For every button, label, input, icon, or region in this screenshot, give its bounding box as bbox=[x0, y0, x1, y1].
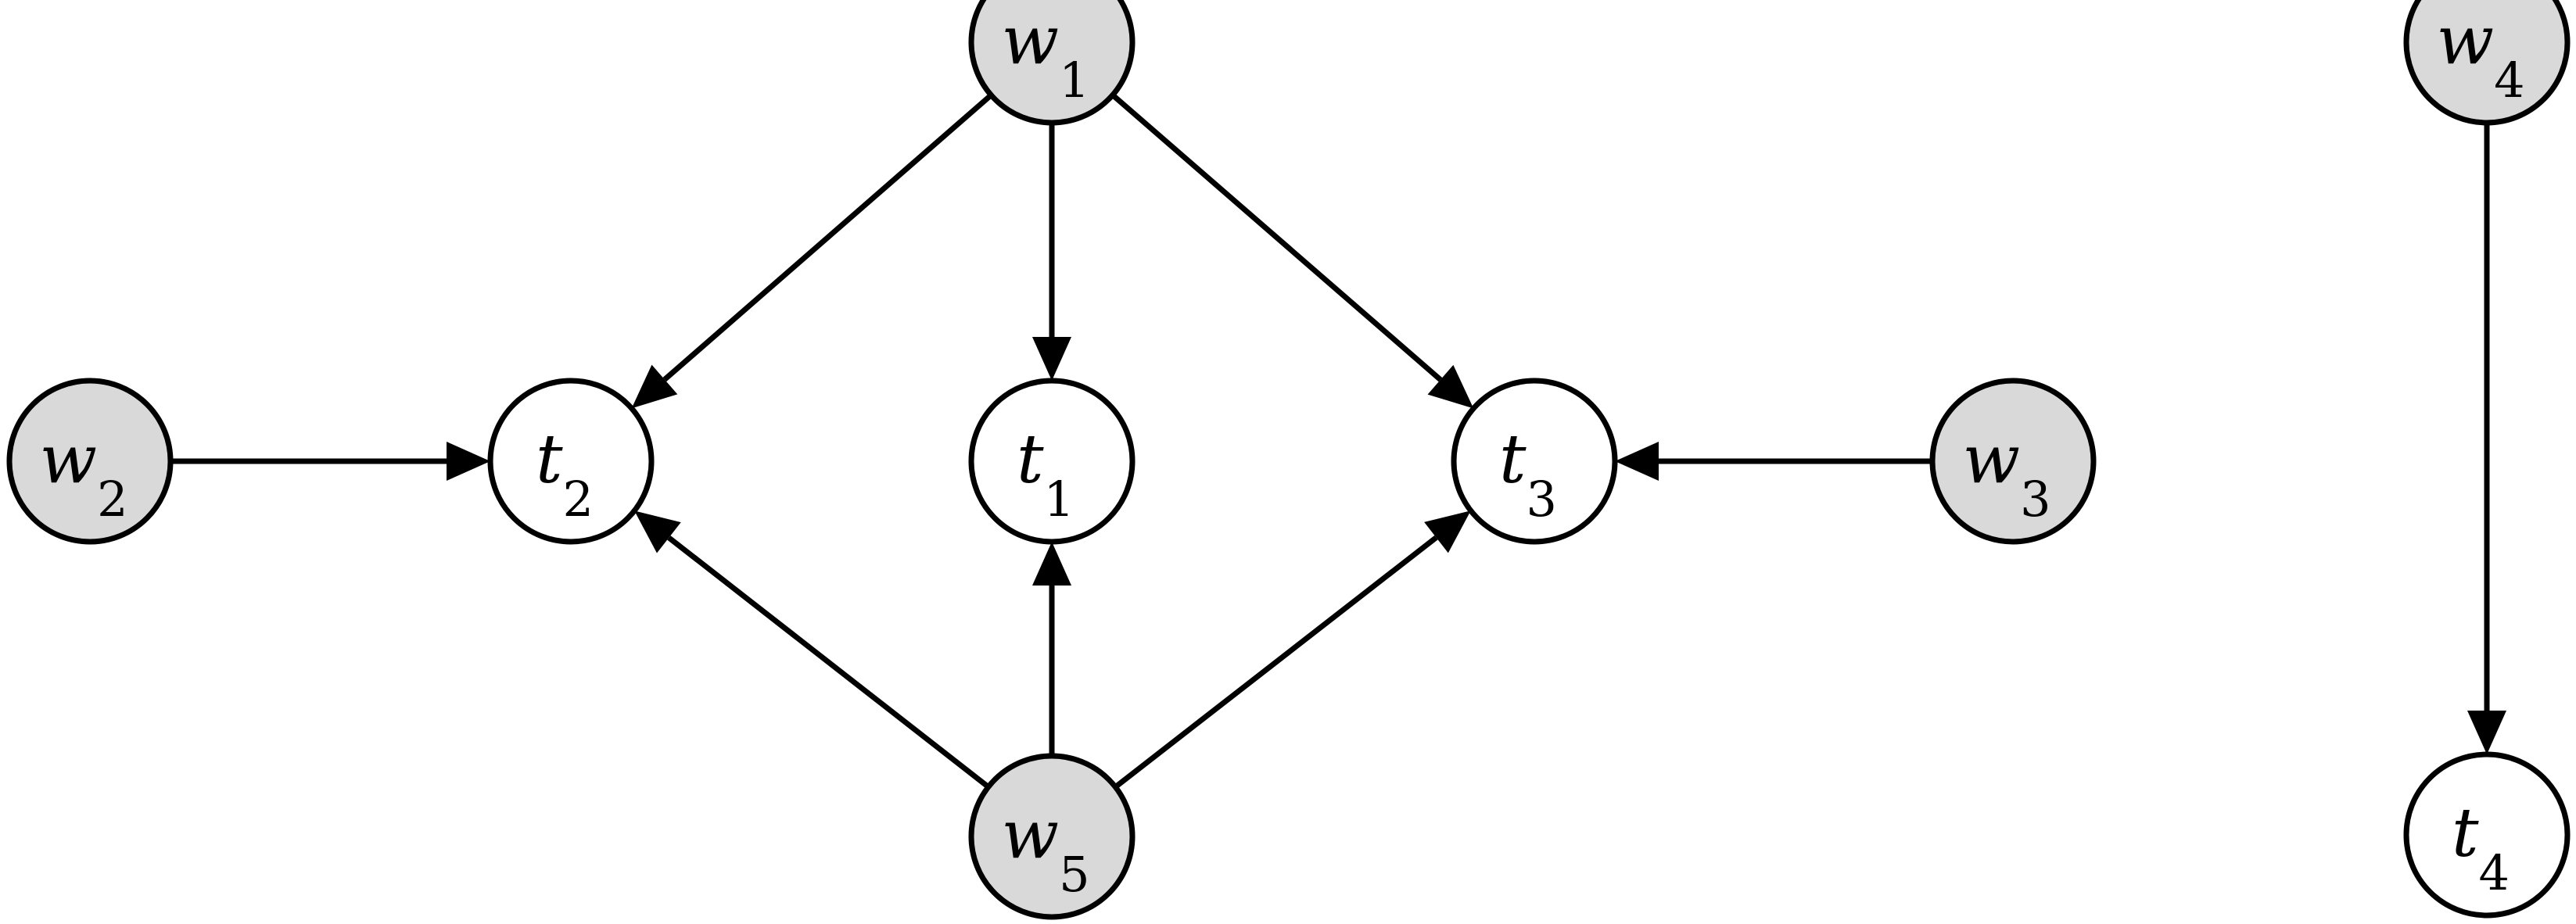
node-label: w4 bbox=[2436, 2, 2524, 109]
node-circle[interactable] bbox=[968, 753, 1136, 920]
graph-edge bbox=[631, 93, 993, 409]
graph-node-t2[interactable]: t2 bbox=[487, 378, 655, 545]
arrow-head-icon bbox=[1032, 542, 1071, 586]
graph-edge bbox=[2467, 123, 2506, 754]
node-label: w5 bbox=[1001, 796, 1089, 904]
node-circle[interactable] bbox=[1451, 378, 1618, 545]
node-label: t4 bbox=[2452, 794, 2510, 902]
arrow-head-icon bbox=[1615, 442, 1659, 481]
node-label: t2 bbox=[536, 421, 594, 528]
node-circle[interactable] bbox=[2403, 0, 2571, 126]
edge-line bbox=[667, 535, 990, 790]
edge-line bbox=[1114, 535, 1438, 790]
graph-node-t4[interactable]: t4 bbox=[2403, 751, 2571, 919]
node-label: t3 bbox=[1499, 421, 1557, 528]
edge-line bbox=[662, 93, 993, 382]
graph-node-w4[interactable]: w4 bbox=[2403, 0, 2571, 126]
arrow-head-icon bbox=[1032, 337, 1071, 381]
node-label: w3 bbox=[1962, 421, 2050, 528]
graph-edge bbox=[634, 510, 990, 790]
node-circle[interactable] bbox=[487, 378, 655, 545]
node-circle[interactable] bbox=[2403, 751, 2571, 919]
node-circle[interactable] bbox=[6, 378, 174, 545]
node-circle[interactable] bbox=[968, 378, 1136, 545]
graph-edge bbox=[1110, 92, 1474, 409]
node-circle[interactable] bbox=[1929, 378, 2097, 545]
node-label: w1 bbox=[1001, 2, 1089, 109]
arrow-head-icon bbox=[1427, 364, 1474, 409]
nodes-layer: w1 w2 w3 w4 w5 t1 t2 t3 t4 bbox=[6, 0, 2571, 920]
graph-edge bbox=[1032, 123, 1071, 381]
arrow-head-icon bbox=[2467, 711, 2506, 754]
node-label: w2 bbox=[39, 421, 127, 528]
graph-edge bbox=[1032, 542, 1071, 756]
graph-node-w5[interactable]: w5 bbox=[968, 753, 1136, 920]
node-label: t1 bbox=[1017, 421, 1075, 528]
edges-layer bbox=[170, 92, 2506, 790]
graph-node-t1[interactable]: t1 bbox=[968, 378, 1136, 545]
graph-node-w2[interactable]: w2 bbox=[6, 378, 174, 545]
graph-node-w1[interactable]: w1 bbox=[968, 0, 1136, 126]
graph-edge bbox=[170, 442, 490, 481]
graph-node-w3[interactable]: w3 bbox=[1929, 378, 2097, 545]
graph-node-t3[interactable]: t3 bbox=[1451, 378, 1618, 545]
arrow-head-icon bbox=[634, 510, 681, 553]
arrow-head-icon bbox=[1424, 510, 1471, 553]
arrow-head-icon bbox=[631, 364, 678, 409]
graph-edge bbox=[1114, 510, 1471, 790]
arrow-head-icon bbox=[447, 442, 490, 481]
node-circle[interactable] bbox=[968, 0, 1136, 126]
graph-edge bbox=[1615, 442, 1932, 481]
edge-line bbox=[1110, 92, 1443, 382]
